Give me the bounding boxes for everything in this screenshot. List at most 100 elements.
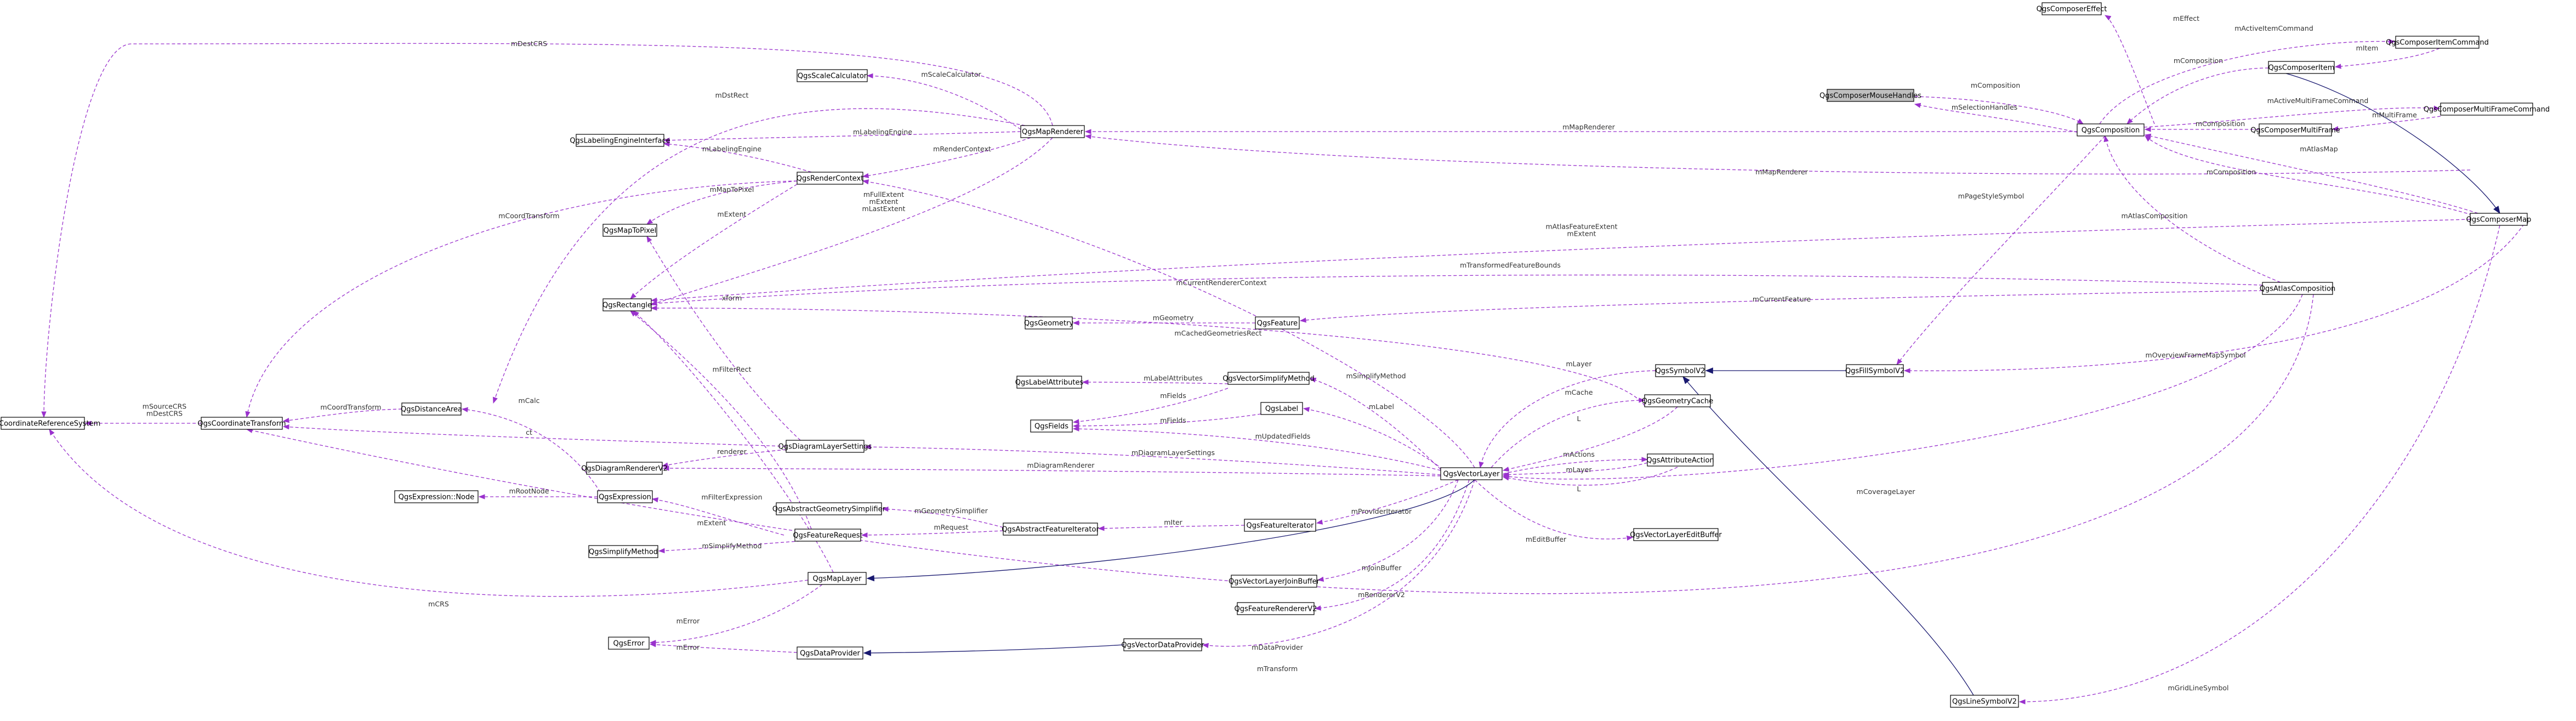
edge-label-mextent_layer: mExtent (697, 519, 726, 527)
class-node-qgsfeature[interactable]: QgsFeature (1255, 316, 1300, 330)
class-name: QgsFeature (1257, 320, 1298, 328)
class-node-qgscomposeritem[interactable]: QgsComposerItem (2268, 61, 2335, 74)
class-node-qgsabstractfeatureiterator[interactable]: QgsAbstractFeatureIterator (1002, 523, 1099, 536)
class-box (1950, 695, 2019, 708)
class-node-qgsatlascomposition[interactable]: QgsAtlasComposition (2260, 282, 2336, 295)
class-box (1260, 402, 1303, 415)
class-node-qgscomposermultiframecommand[interactable]: QgsComposerMultiFrameCommand (2424, 103, 2550, 116)
edge-label-mfields_a: mFields (1160, 391, 1186, 400)
class-node-qgsfeatureiterator[interactable]: QgsFeatureIterator (1244, 519, 1316, 532)
class-node-qgsattributeaction[interactable]: QgsAttributeAction (1646, 453, 1714, 467)
edge-label-meditbuffer: mEditBuffer (1526, 535, 1567, 543)
class-box (1633, 528, 1719, 541)
class-node-qgscomposermousehandles[interactable]: QgsComposerMouseHandles (1819, 89, 1921, 102)
class-node-qgsvectorsimplifymethod[interactable]: QgsVectorSimplifyMethod (1222, 372, 1315, 385)
class-node-qgsvectorlayereditbuffer[interactable]: QgsVectorLayerEditBuffer (1630, 528, 1722, 541)
edge-label-mactiveitemcommand: mActiveItemCommand (2234, 24, 2313, 32)
edge-label-mlabelingengine: mLabelingEngine (853, 128, 912, 136)
usage-edge-mfields_a (1072, 388, 1229, 424)
edge-label-mcomposition_handles: mComposition (1971, 81, 2020, 89)
class-node-qgscomposermap[interactable]: QgsComposerMap (2466, 213, 2532, 226)
edge-label-l_action: L (1577, 485, 1581, 493)
class-node-qgsabstractgeometrysimplifier[interactable]: QgsAbstractGeometrySimplifier (772, 502, 886, 515)
edge-label-miter: mIter (1164, 518, 1182, 526)
usage-edge-mcoordtransform (282, 408, 402, 423)
class-node-qgsfields[interactable]: QgsFields (1030, 419, 1073, 433)
class-node-qgsscalecalculator[interactable]: QgsScaleCalculator (797, 69, 868, 82)
class-box (776, 502, 882, 515)
class-node-qgslabelingengineinterface[interactable]: QgsLabelingEngineInterface (570, 134, 670, 147)
class-name: QgsVectorSimplifyMethod (1222, 375, 1314, 383)
usage-edge-meditbuffer (1474, 479, 1634, 541)
class-box (2395, 36, 2480, 49)
class-node-qgsfeaturerequest[interactable]: QgsFeatureRequest (793, 529, 863, 542)
class-name: QgsVectorDataProvider (1121, 641, 1204, 650)
class-node-qgsfeaturerendererv2[interactable]: QgsFeatureRendererV2 (1235, 602, 1317, 615)
class-node-qgsdiagramrendererv2[interactable]: QgsDiagramRendererV2 (581, 462, 668, 475)
class-name: QgsDistanceArea (401, 406, 462, 414)
usage-edge-mscalecalculator (866, 73, 1021, 130)
class-node-qgsvectordataprovider[interactable]: QgsVectorDataProvider (1121, 638, 1204, 651)
usage-edge-mgridlinesymbol (2018, 225, 2500, 705)
usage-edge-mitem (2334, 48, 2440, 69)
class-node-qgsrendercontext[interactable]: QgsRenderContext (797, 172, 863, 185)
class-node-qgscomposition[interactable]: QgsComposition (2077, 123, 2145, 137)
class-node-qgscoordinatetransform[interactable]: QgsCoordinateTransform (197, 417, 286, 430)
usage-edge-miter (1097, 525, 1245, 531)
class-node-qgsmaprenderer[interactable]: QgsMapRenderer (1020, 125, 1085, 138)
class-node-qgsdistancearea[interactable]: QgsDistanceArea (401, 402, 462, 416)
class-name: QgsComposition (2082, 127, 2140, 135)
class-node-qgsvectorlayerjoinbuffer[interactable]: QgsVectorLayerJoinBuffer (1229, 575, 1320, 588)
class-node-qgslabel[interactable]: QgsLabel (1260, 402, 1303, 415)
usage-edge-mdiagramlayersettings (864, 444, 1441, 475)
class-box (1231, 575, 1317, 588)
edge-label-mupdatedfields: mUpdatedFields (1255, 432, 1311, 440)
edge-label-mlabelattributes: mLabelAttributes (1144, 374, 1203, 382)
class-node-qgsvectorlayer[interactable]: QgsVectorLayer (1440, 467, 1503, 480)
class-name: QgsAbstractFeatureIterator (1002, 526, 1099, 534)
class-name: QgsRenderContext (797, 175, 863, 183)
class-node-qgsgeometry[interactable]: QgsGeometry (1024, 316, 1073, 330)
usage-edge-mjoinbuffer (1317, 479, 1459, 582)
usage-edge-xform (646, 235, 801, 441)
class-node-qgscomposereffect[interactable]: QgsComposerEffect (2037, 2, 2107, 15)
class-box (1440, 467, 1503, 480)
class-node-qgsexpression[interactable]: QgsExpression (597, 490, 653, 503)
class-box (2440, 103, 2533, 116)
class-node-qgserror[interactable]: QgsError (608, 637, 650, 650)
class-box (1030, 419, 1073, 433)
class-node-qgsdiagramlayersettings[interactable]: QgsDiagramLayerSettings (778, 440, 872, 453)
class-box (1016, 376, 1082, 389)
class-node-qgscoordinatereferencesystem[interactable]: QgsCoordinateReferenceSystem (0, 417, 100, 430)
edge-label-mcoordtransform_rc: mCoordTransform (498, 212, 559, 220)
class-node-qgslabelattributes[interactable]: QgsLabelAttributes (1015, 376, 1084, 389)
class-node-qgscomposeritemcommand[interactable]: QgsComposerItemCommand (2386, 36, 2489, 49)
class-box (588, 545, 658, 558)
edge-label-xform: xform (722, 294, 742, 302)
class-node-qgsmaplayer[interactable]: QgsMapLayer (808, 572, 867, 585)
class-box (1655, 364, 1705, 377)
edge-label-mfilterrect: mFilterRect (713, 365, 752, 373)
class-node-qgscomposermultiframe[interactable]: QgsComposerMultiFrame (2250, 123, 2340, 137)
class-name: QgsFillSymbolV2 (1845, 367, 1904, 376)
class-node-qgsrectangle[interactable]: QgsRectangle (602, 298, 652, 311)
edge-label-mrequest: mRequest (934, 523, 969, 531)
class-node-qgsexpressionnode[interactable]: QgsExpression::Node (394, 490, 479, 503)
class-node-qgssimplifymethod[interactable]: QgsSimplifyMethod (588, 545, 658, 558)
edge-label-mcalc: mCalc (519, 396, 540, 405)
class-name: QgsMapToPixel (604, 227, 656, 235)
class-box (2077, 123, 2145, 137)
edge-label-merror: mError (676, 617, 701, 625)
usage-edge-mrequest (861, 530, 1004, 538)
class-node-qgslinesymbolv2[interactable]: QgsLineSymbolV2 (1950, 695, 2019, 708)
usage-edge-mlayer_action (1502, 462, 1648, 478)
class-node-qgsgeometrycache[interactable]: QgsGeometryCache (1642, 394, 1714, 407)
class-node-qgsmaptopixel[interactable]: QgsMapToPixel (602, 224, 657, 237)
class-node-qgsdataprovider[interactable]: QgsDataProvider (797, 646, 863, 660)
usage-edge-mrendercontext (862, 137, 1031, 178)
class-box (2262, 282, 2333, 295)
class-name: QgsComposerMultiFrame (2250, 127, 2340, 135)
class-node-qgssymbolv2[interactable]: QgsSymbolV2 (1655, 364, 1705, 377)
class-node-qgsfillsymbolv2[interactable]: QgsFillSymbolV2 (1845, 364, 1904, 377)
edge-label-mdiagramlayersettings: mDiagramLayerSettings (1131, 449, 1215, 457)
